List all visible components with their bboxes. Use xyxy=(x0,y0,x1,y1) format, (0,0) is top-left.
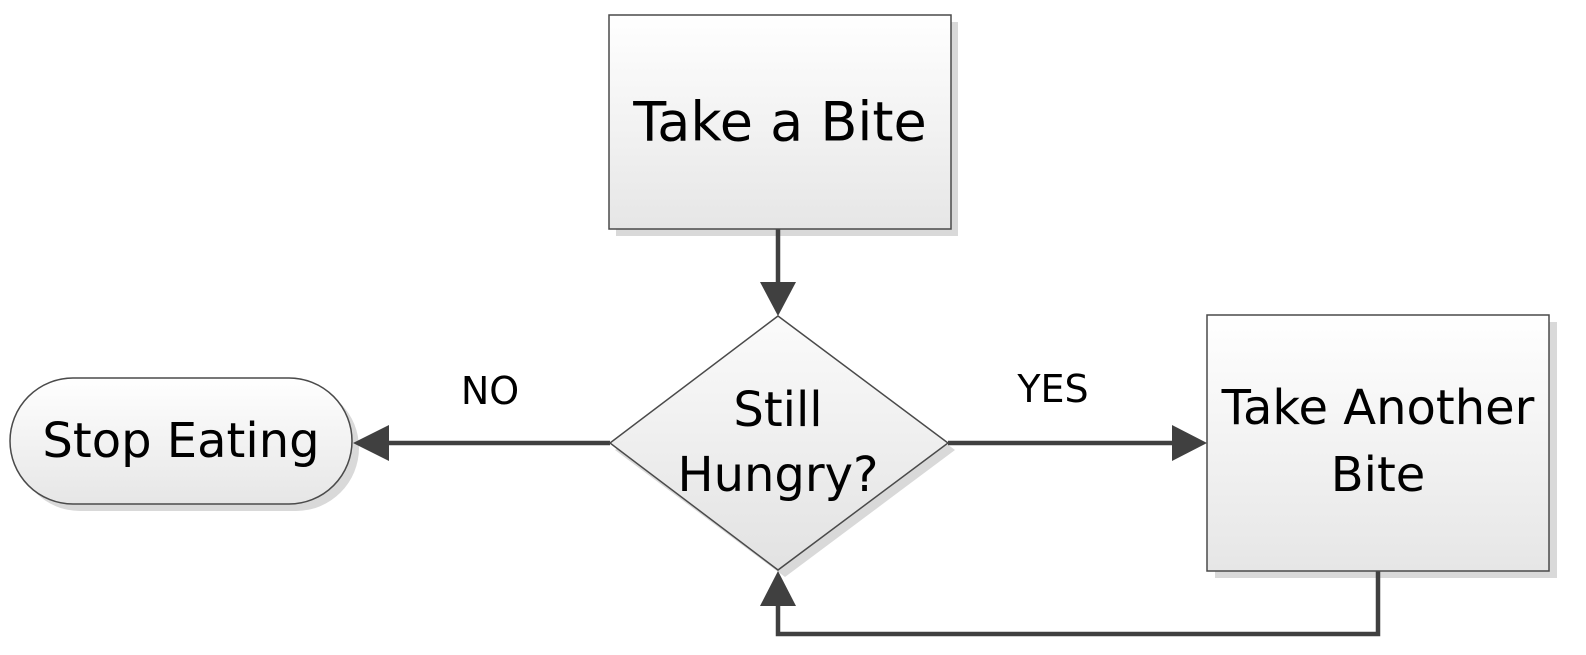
node-label: Take a Bite xyxy=(632,91,927,154)
node-label-line-1: Take Another xyxy=(1221,380,1535,436)
node-label-line-2: Bite xyxy=(1331,447,1426,503)
connector-loop-back xyxy=(775,570,1381,637)
arrowhead-left xyxy=(353,425,389,461)
node-stop-eating: Stop Eating xyxy=(9,377,353,505)
node-label-line-2: Hungry? xyxy=(677,447,878,503)
edge-label-yes: YES xyxy=(1016,367,1088,411)
process-box xyxy=(608,14,952,230)
node-take-a-bite: Take a Bite xyxy=(608,14,952,230)
process-box xyxy=(1206,314,1550,572)
node-label-line-1: Still xyxy=(733,382,822,438)
node-take-another-bite: Take Another Bite xyxy=(1206,314,1550,572)
arrowhead-right xyxy=(1172,425,1207,461)
terminator-shape xyxy=(9,377,353,505)
edge-label-no: NO xyxy=(461,369,519,413)
node-label: Stop Eating xyxy=(42,413,319,469)
connectors xyxy=(353,229,1381,637)
node-still-hungry: Still Hungry? xyxy=(608,315,950,571)
arrowhead-up xyxy=(760,571,796,606)
arrowhead-down xyxy=(760,282,796,316)
decision-diamond xyxy=(608,315,950,571)
